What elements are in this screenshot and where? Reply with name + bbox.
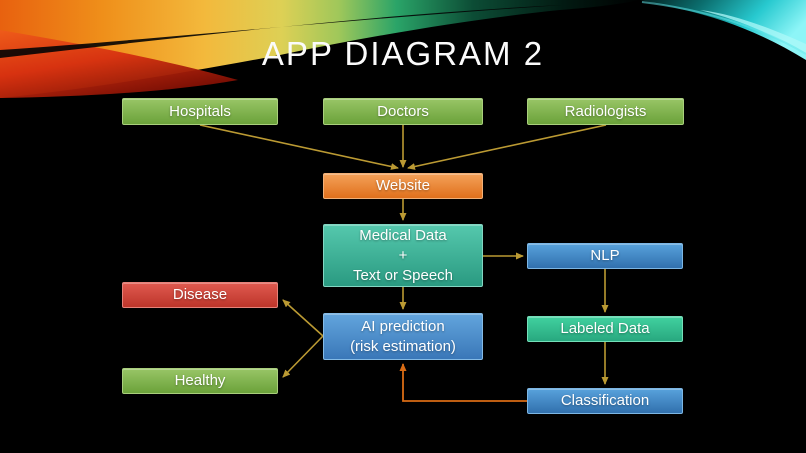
node-hospitals-label: Hospitals bbox=[169, 102, 231, 120]
node-doctors: Doctors bbox=[323, 98, 483, 125]
node-medical-data: Medical Data + Text or Speech bbox=[323, 224, 483, 287]
node-classification: Classification bbox=[527, 388, 683, 414]
node-doctors-label: Doctors bbox=[377, 102, 429, 120]
edge-classification-aiprediction bbox=[399, 363, 527, 402]
node-disease: Disease bbox=[122, 282, 278, 308]
node-website-label: Website bbox=[376, 177, 430, 194]
slide-title: APP DIAGRAM 2 bbox=[261, 35, 545, 72]
node-labeled-data-label: Labeled Data bbox=[560, 320, 650, 337]
node-nlp-label: NLP bbox=[590, 247, 620, 264]
node-healthy-label: Healthy bbox=[174, 372, 226, 389]
edge-aiprediction-healthy bbox=[282, 335, 324, 378]
node-classification-label: Classification bbox=[560, 392, 650, 409]
node-ai-prediction-label: AI prediction (risk estimation) bbox=[350, 317, 456, 355]
node-nlp: NLP bbox=[527, 243, 683, 269]
node-website: Website bbox=[323, 173, 483, 199]
edge-radiologists-website bbox=[407, 124, 607, 170]
edge-hospitals-website bbox=[199, 124, 399, 170]
node-hospitals: Hospitals bbox=[122, 98, 278, 125]
node-healthy: Healthy bbox=[122, 368, 278, 394]
node-ai-prediction: AI prediction (risk estimation) bbox=[323, 313, 483, 360]
node-radiologists: Radiologists bbox=[527, 98, 684, 125]
node-medical-data-label: Medical Data + Text or Speech bbox=[352, 226, 454, 284]
node-labeled-data: Labeled Data bbox=[527, 316, 683, 342]
edge-aiprediction-disease bbox=[282, 299, 324, 337]
node-radiologists-label: Radiologists bbox=[564, 102, 647, 120]
node-disease-label: Disease bbox=[172, 286, 228, 303]
